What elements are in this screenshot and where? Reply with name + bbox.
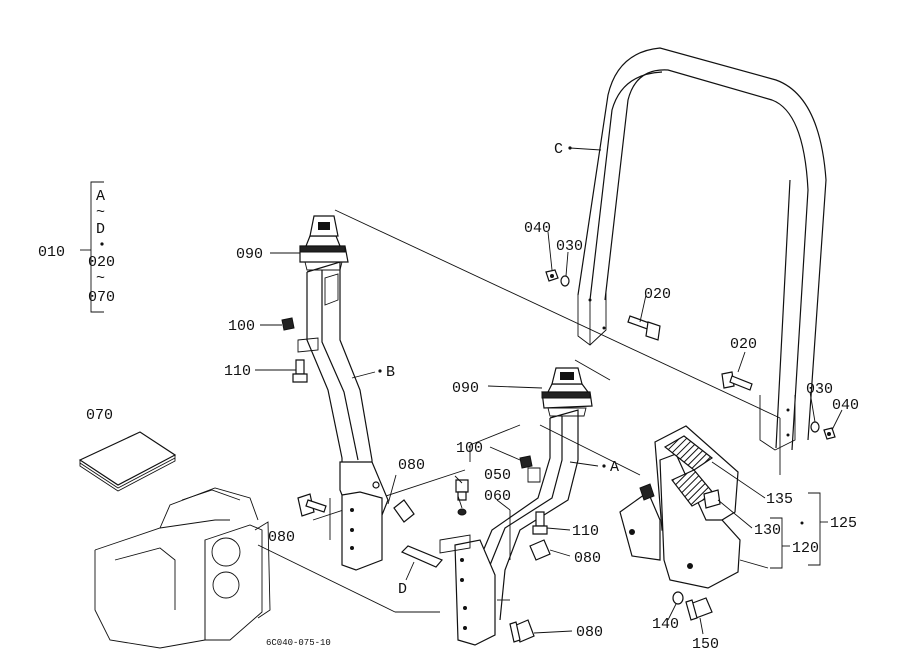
washer-030-top [560,275,570,287]
bolt-150 [685,597,713,621]
bolt-110-left [292,359,308,383]
callout-090-mid: 090 [452,380,479,397]
assembly-lines [257,209,781,613]
callout-060: 060 [484,488,511,505]
callout-135: 135 [766,491,793,508]
bolt-020-right [721,371,753,391]
callout-020-top: 020 [644,286,671,303]
rubber-mount-090-top [299,215,349,271]
plate-d [400,545,443,568]
part-letters: A B C D [378,141,619,598]
bracket-item-070: 070 [88,289,115,306]
callout-030-top: 030 [556,238,583,255]
washer-030-right [810,421,820,433]
callout-110-mid: 110 [572,523,599,540]
callout-100-mid: 100 [456,440,483,457]
letter-b: B [386,364,395,381]
bracket-item-a: A [96,188,105,205]
bracket-item-020: 020 [88,254,115,271]
callout-070: 070 [86,407,113,424]
transmission-housing [94,487,271,649]
nut-100-mid [519,455,533,469]
callout-150: 150 [692,636,719,653]
bolt-110-mid [532,511,548,535]
bracket-group-010: 010 A ~ D 020 ~ 070 [38,181,115,313]
callout-030-right: 030 [806,381,833,398]
letter-c: C [554,141,563,158]
label-010: 010 [38,244,65,261]
bolt-080-mid [393,499,415,523]
callout-020-right: 020 [730,336,757,353]
callout-125: 125 [830,515,857,532]
frame-b [297,261,389,571]
cushion-assembly-120 [619,425,741,589]
bolt-080-left [297,493,327,517]
bracket-item-d: D [96,221,105,238]
rubber-mount-090-mid [541,367,593,417]
manual-070 [78,431,177,492]
nut-040-top [545,269,559,282]
leader-lines [255,147,843,635]
callout-140: 140 [652,616,679,633]
callout-080-bottom: 080 [576,624,603,641]
bolt-080-bottom [509,619,535,643]
figure-code: 6C040-075-10 [266,638,331,648]
bracket-item-tilde-1: ~ [96,204,105,221]
callout-080-right: 080 [574,550,601,567]
nut-100-left [281,317,295,331]
letter-d: D [398,581,407,598]
callout-100-left: 100 [228,318,255,335]
callout-040-top: 040 [524,220,551,237]
bolt-080-right [529,539,551,561]
callout-120: 120 [792,540,819,557]
callout-040-right: 040 [832,397,859,414]
frame-a [439,409,579,646]
callout-130: 130 [754,522,781,539]
callout-080-left: 080 [268,529,295,546]
bracket-item-tilde-2: ~ [96,270,105,287]
nut-040-right [823,427,836,440]
frame-c [577,47,827,451]
callout-labels: 090 100 110 070 080 080 050 060 090 100 … [86,220,859,653]
callout-110-left: 110 [224,363,251,380]
bracket-120-125 [770,492,828,569]
letter-a: A [610,459,619,476]
callout-090-top: 090 [236,246,263,263]
washer-060 [457,508,467,516]
washer-140 [672,591,684,605]
bolt-020-top [627,315,661,341]
callout-050: 050 [484,467,511,484]
callout-080-mid: 080 [398,457,425,474]
